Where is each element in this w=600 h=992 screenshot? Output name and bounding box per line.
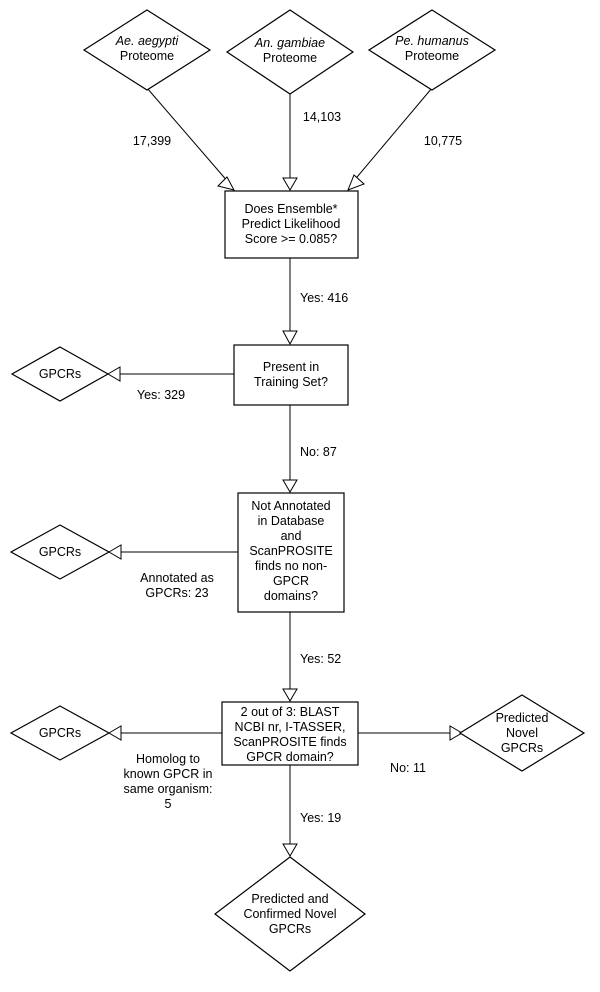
label-annotated-as-2: GPCRs: 23 (145, 586, 208, 600)
outcome-predicted-novel: Predicted Novel GPCRs (458, 694, 586, 772)
arrowhead (282, 688, 298, 702)
count-gambiae: 14,103 (303, 110, 341, 124)
outcome-confirmed-novel: Predicted and Confirmed Novel GPCRs (214, 856, 366, 972)
ensemble-line-2: Predict Likelihood (242, 217, 341, 231)
predicted-novel-line-2: Novel (506, 726, 538, 740)
arrowhead (217, 176, 235, 191)
arrowhead (449, 725, 463, 741)
step-annotated: Not Annotated in Database and ScanPROSIT… (237, 492, 345, 613)
annotated-line-5: finds no non- (255, 559, 327, 573)
annotated-line-1: Not Annotated (251, 499, 330, 513)
arrowhead (107, 366, 121, 382)
arrowhead (282, 177, 298, 191)
confirmed-line-2: Confirmed Novel (243, 907, 336, 921)
proteome-humanus: Pe. humanus Proteome (367, 9, 497, 91)
annotated-line-4: ScanPROSITE (249, 544, 332, 558)
gpcrs-label: GPCRs (39, 545, 81, 559)
annotated-line-3: and (281, 529, 302, 543)
species-name: Ae. aegypti (115, 34, 180, 48)
confirmed-line-3: GPCRs (269, 922, 311, 936)
step-two-of-three: 2 out of 3: BLAST NCBI nr, I-TASSER, Sca… (221, 701, 359, 766)
label-homolog-4: 5 (165, 797, 172, 811)
species-name: Pe. humanus (395, 34, 469, 48)
confirmed-line-1: Predicted and (251, 892, 328, 906)
proteome-label: Proteome (405, 49, 459, 63)
label-ensemble-yes: Yes: 416 (300, 291, 348, 305)
ensemble-line-3: Score >= 0.085? (245, 232, 337, 246)
step-ensemble: Does Ensemble* Predict Likelihood Score … (224, 190, 359, 259)
two-line-4: GPCR domain? (246, 750, 334, 764)
label-annotated-yes: Yes: 52 (300, 652, 341, 666)
label-homolog-3: same organism: (124, 782, 213, 796)
annotated-line-6: GPCR (273, 574, 309, 588)
label-training-yes: Yes: 329 (137, 388, 185, 402)
training-line-1: Present in (263, 360, 319, 374)
arrowhead (282, 330, 298, 346)
label-annotated-as-1: Annotated as (140, 571, 214, 585)
arrowhead (282, 479, 298, 493)
predicted-novel-line-1: Predicted (496, 711, 549, 725)
label-two-no: No: 11 (390, 761, 426, 775)
species-name: An. gambiae (254, 36, 325, 50)
arrowhead (282, 843, 298, 857)
edges (107, 87, 463, 857)
gpcrs-label: GPCRs (39, 367, 81, 381)
edge-aegypti-to-ensemble (146, 87, 230, 184)
gpcrs-label: GPCRs (39, 726, 81, 740)
two-line-3: ScanPROSITE finds (233, 735, 346, 749)
training-line-2: Training Set? (254, 375, 328, 389)
edge-humanus-to-ensemble (351, 87, 433, 184)
ensemble-line-1: Does Ensemble* (244, 202, 337, 216)
predicted-novel-line-3: GPCRs (501, 741, 543, 755)
label-homolog-1: Homolog to (136, 752, 200, 766)
proteome-label: Proteome (120, 49, 174, 63)
proteome-gambiae: An. gambiae Proteome (225, 9, 355, 95)
annotated-line-2: in Database (258, 514, 325, 528)
proteome-label: Proteome (263, 51, 317, 65)
annotated-line-7: domains? (264, 589, 318, 603)
count-aegypti: 17,399 (133, 134, 171, 148)
outcome-gpcrs-3: GPCRs (9, 705, 111, 761)
outcome-gpcrs-2: GPCRs (9, 524, 111, 580)
label-training-no: No: 87 (300, 445, 337, 459)
arrowhead (108, 725, 122, 741)
count-humanus: 10,775 (424, 134, 462, 148)
step-training: Present in Training Set? (233, 344, 349, 406)
arrowhead (108, 544, 122, 560)
two-line-2: NCBI nr, I-TASSER, (235, 720, 346, 734)
label-homolog-2: known GPCR in (124, 767, 213, 781)
outcome-gpcrs-1: GPCRs (10, 346, 110, 402)
label-two-yes: Yes: 19 (300, 811, 341, 825)
arrowhead (347, 174, 365, 191)
two-line-1: 2 out of 3: BLAST (241, 705, 340, 719)
proteome-aegypti: Ae. aegypti Proteome (82, 9, 212, 91)
